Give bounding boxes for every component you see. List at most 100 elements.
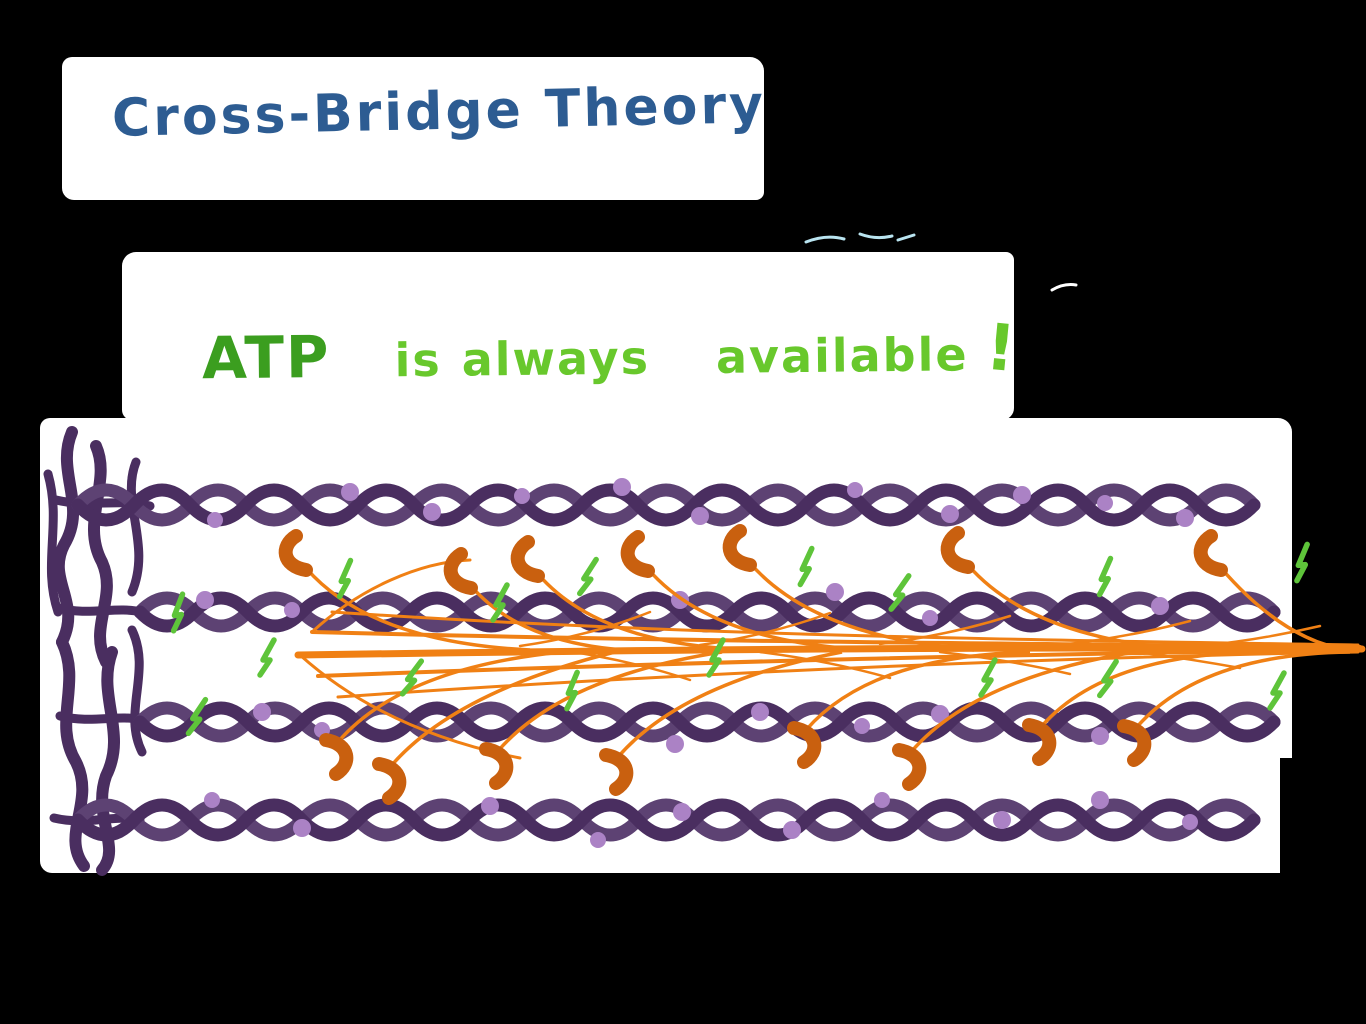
atp-icon [978,657,998,698]
myosin-neck [1039,650,1266,729]
myosin-neck [336,650,563,744]
binding-site [673,803,691,821]
subtitle-word-available: available [715,327,969,384]
binding-site [196,591,214,609]
atp-icon [1096,555,1114,598]
binding-site [590,832,606,848]
myosin-head [722,524,757,572]
atp-icon [399,658,425,697]
actin-strand [71,798,1261,842]
binding-site [783,821,801,839]
myosin-head [443,547,478,595]
atp-icon [706,637,726,678]
binding-site [854,718,870,734]
paper-title-patch [62,57,764,200]
myosin-head [620,530,655,578]
myosin-head [892,743,927,791]
binding-sites [196,478,1198,848]
atp-icon [888,573,912,612]
subtitle-exclamation: ! [983,310,1022,388]
binding-site [666,735,684,753]
binding-site [874,792,890,808]
myosin-head [372,757,407,805]
myosin-neck [536,572,763,652]
actin-strand [71,483,1261,527]
atp-icon [257,637,277,678]
myosin-necks [304,561,1351,768]
myosin-neck [304,566,531,652]
myosin-neck [966,563,1193,652]
myosin-neck [496,650,723,753]
actin-strand [71,483,1261,527]
binding-site [207,512,223,528]
myosin-head [1193,529,1228,577]
binding-site [751,703,769,721]
binding-site [613,478,631,496]
binding-site [293,819,311,837]
atp-icon [185,696,209,737]
myosin-heads [278,524,1228,805]
paper-subtitle-patch [122,252,1014,420]
myosin-filament [294,558,1366,760]
subtitle-atp: ATP [201,322,331,393]
atp-icon [1267,670,1287,711]
myosin-head [787,721,822,769]
binding-site [1091,791,1109,809]
stray-marks [804,232,1078,292]
myosin-head [1117,719,1152,767]
myosin-neck [804,650,1031,732]
background-corner [1280,758,1366,1024]
binding-site [941,505,959,523]
binding-site [481,797,499,815]
myosin-neck [1219,566,1351,652]
myosin-head [319,733,354,781]
myosin-head [510,535,545,583]
atp-icon [336,557,354,600]
atp-molecules [170,541,1310,737]
myosin-neck [646,567,873,652]
binding-site [847,482,863,498]
binding-site [204,792,220,808]
binding-site [1176,509,1194,527]
binding-site [993,811,1011,829]
binding-site [1013,486,1031,504]
binding-site [931,705,949,723]
binding-site [1091,727,1109,745]
actin-strand [133,701,1281,743]
myosin-head [1022,718,1057,766]
myosin-head [940,526,975,574]
myosin-neck [909,650,1136,754]
actin-strand [133,591,1281,633]
binding-site [1182,814,1198,830]
binding-site [826,583,844,601]
atp-icon [490,582,510,623]
subtitle-word-is: is [394,332,442,388]
myosin-head [599,748,634,796]
binding-site [253,703,271,721]
binding-site [922,610,938,626]
atp-icon [1097,658,1119,699]
myosin-head [479,742,514,790]
actin-strand [71,798,1261,842]
myosin-neck [389,650,616,768]
atp-icon [797,545,815,588]
binding-site [284,602,300,618]
atp-icon [577,556,599,597]
myosin-neck [1134,650,1351,730]
binding-site [1097,495,1113,511]
subtitle: ATP is always available ! [201,310,1022,395]
myosin-head [278,529,313,577]
actin-filaments [71,483,1281,842]
binding-site [341,483,359,501]
binding-site [514,488,530,504]
myosin-neck [748,561,975,652]
subtitle-word-always: always [461,330,651,387]
atp-icon [1294,541,1310,584]
atp-icon [170,591,186,634]
myosin-neck [616,650,843,759]
binding-site [691,507,709,525]
actin-strand [133,591,1281,633]
atp-icon [564,669,580,712]
